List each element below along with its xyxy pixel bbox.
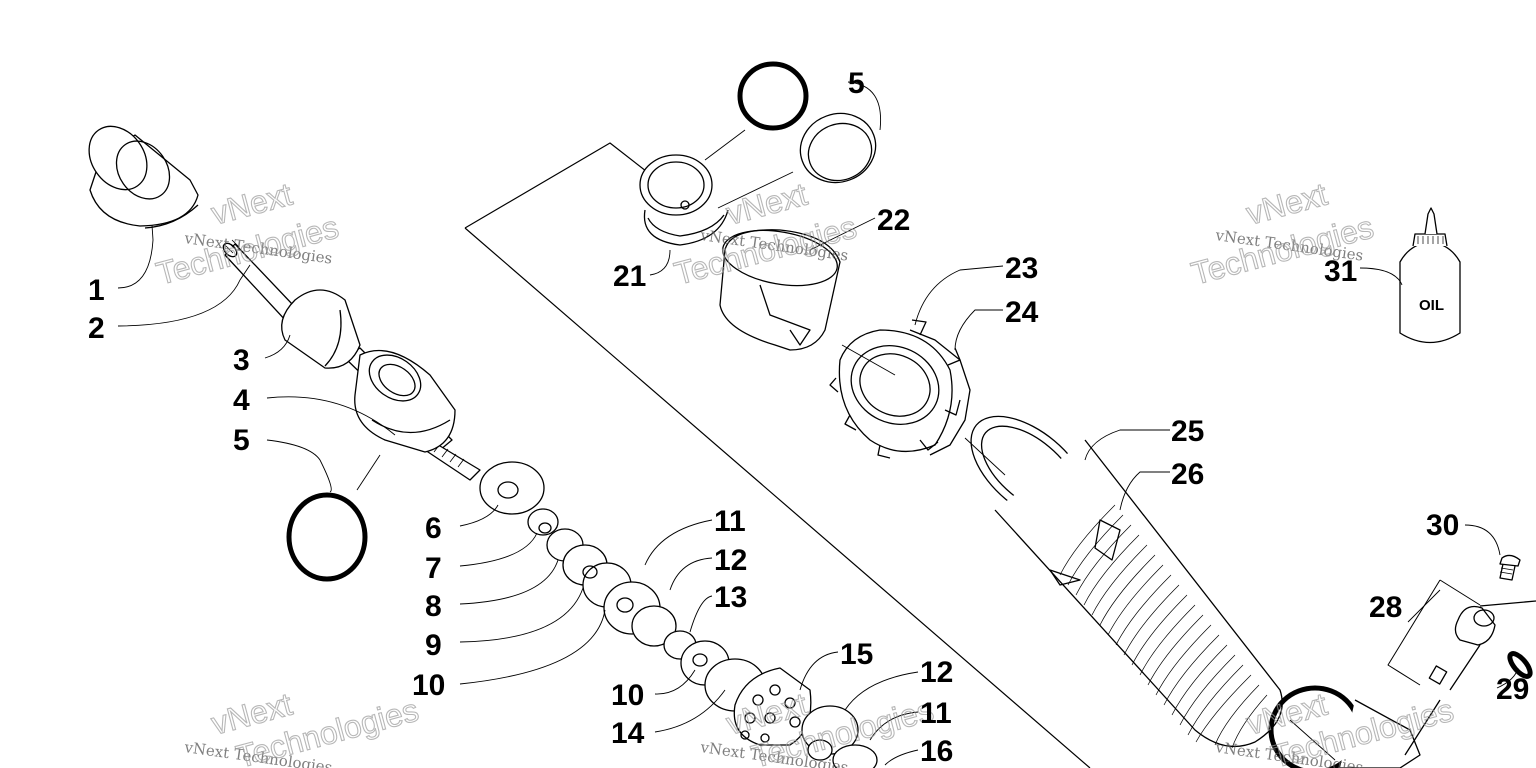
callout-11-bottom: 11 (920, 697, 952, 730)
callout-9: 9 (425, 629, 442, 662)
part-4-seal-head (354, 349, 456, 453)
callout-12-bottom: 12 (920, 656, 953, 689)
part-5-o-ring-top (737, 61, 809, 131)
callout-7: 7 (425, 552, 442, 585)
callout-12-top: 12 (714, 544, 747, 577)
part-23-collar (829, 319, 961, 459)
part-1-bumper-cup (88, 125, 199, 229)
part-5-wear-band (799, 112, 877, 184)
part-3-bump-stop (281, 289, 361, 369)
callout-15: 15 (840, 638, 873, 671)
callout-5-left: 5 (233, 424, 250, 457)
part-24-nut (909, 329, 971, 456)
part-31-oil-bottle (1399, 207, 1461, 344)
callout-14: 14 (611, 717, 645, 750)
part-21-cap (639, 154, 729, 246)
part-28-valve (1387, 579, 1536, 756)
part-5-o-ring-left (286, 492, 368, 582)
leader-lines (117, 81, 1519, 766)
callout-5-top: 5 (848, 67, 865, 100)
callout-23: 23 (1005, 252, 1038, 285)
callouts: 1 2 3 4 5 5 6 7 8 9 10 10 11 11 12 12 13… (88, 67, 1529, 768)
callout-3: 3 (233, 344, 250, 377)
callout-8: 8 (425, 590, 442, 623)
callout-10-right: 10 (611, 679, 644, 712)
callout-26: 26 (1171, 458, 1204, 491)
callout-16: 16 (920, 735, 953, 768)
callout-4: 4 (233, 384, 250, 417)
part-30-screw (1499, 554, 1521, 581)
callout-10-left: 10 (412, 669, 445, 702)
callout-13: 13 (714, 581, 747, 614)
callout-2: 2 (88, 312, 105, 345)
callout-28: 28 (1369, 591, 1402, 624)
callout-22: 22 (877, 204, 910, 237)
part-26-coils (1059, 504, 1268, 749)
callout-29: 29 (1496, 673, 1529, 706)
callout-31: 31 (1324, 255, 1357, 288)
callout-11-top: 11 (714, 505, 746, 538)
callout-25: 25 (1171, 415, 1204, 448)
part-end-cap (1340, 699, 1421, 768)
callout-24: 24 (1005, 296, 1039, 329)
callout-30: 30 (1426, 509, 1459, 542)
part-22-sleeve (719, 229, 841, 351)
bottle-label: OIL (1419, 297, 1444, 314)
callout-6: 6 (425, 512, 442, 545)
callout-1: 1 (88, 274, 105, 307)
callout-21: 21 (613, 260, 646, 293)
shim-stack (479, 461, 766, 712)
part-29-o-ring-small (1507, 651, 1533, 679)
